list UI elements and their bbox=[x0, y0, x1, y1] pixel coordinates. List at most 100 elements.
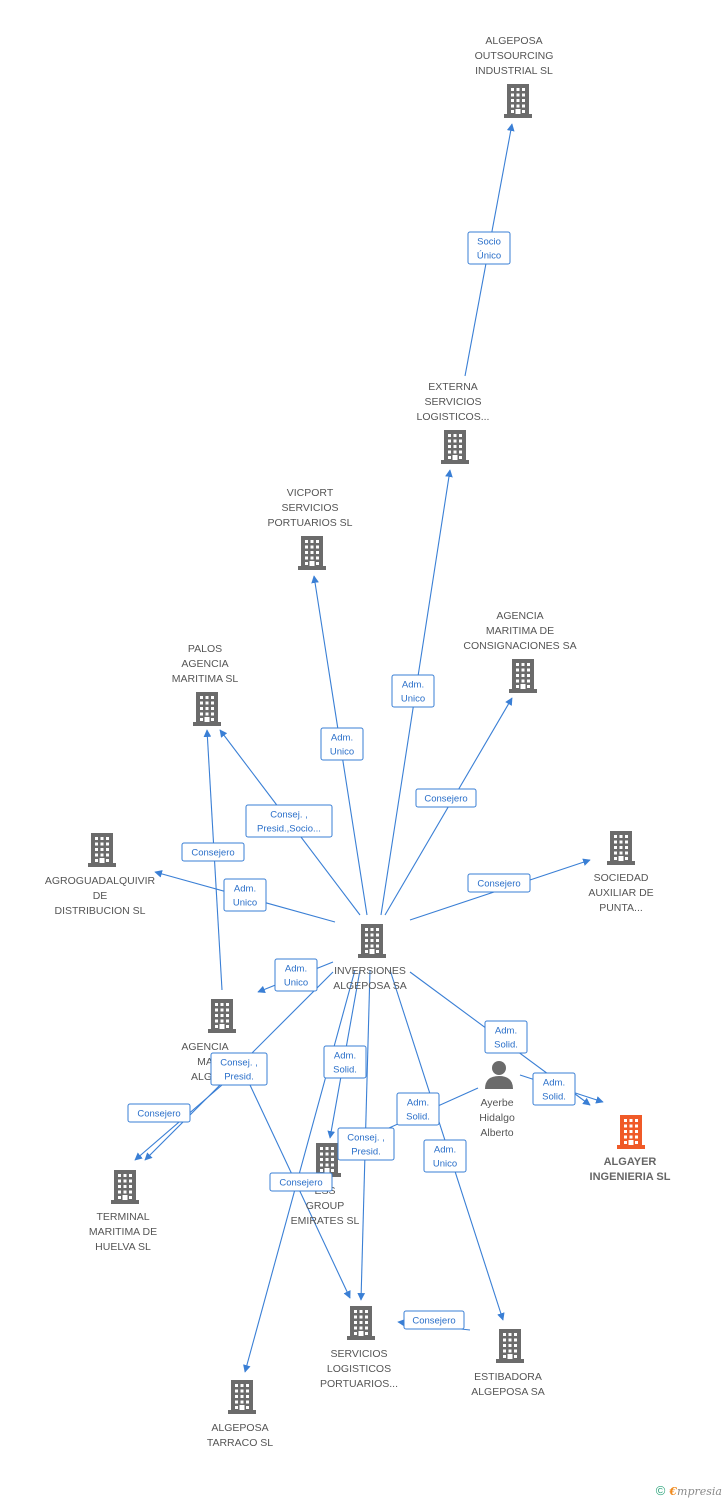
relation-label[interactable]: Adm. Unico bbox=[423, 1139, 467, 1173]
relation-label[interactable]: Adm.Solid. bbox=[484, 1020, 528, 1054]
node-label-line: AUXILIAR DE bbox=[588, 887, 653, 899]
relation-label-box bbox=[127, 1103, 191, 1123]
node-label-line: PORTUARIOS SL bbox=[268, 517, 353, 529]
relation-label[interactable]: Consejero bbox=[403, 1310, 465, 1330]
node-label-line: SOCIEDAD bbox=[594, 872, 649, 884]
relation-label-box bbox=[415, 788, 477, 808]
node-label-line: MARITIMA DE bbox=[89, 1226, 157, 1238]
edge-labels-layer: SocioÚnicoAdm.UnicoAdm.UnicoConsejeroCon… bbox=[127, 231, 576, 1330]
node-label-line: MARITIMA DE bbox=[486, 625, 554, 637]
relation-label-text: Adm. bbox=[402, 680, 424, 691]
relation-label-text: Solid. bbox=[542, 1092, 566, 1103]
relation-label-box bbox=[467, 231, 511, 265]
node-label-line: LOGISTICOS... bbox=[417, 411, 490, 423]
node-label-line: GROUP bbox=[306, 1200, 345, 1212]
relation-label-text: Adm. bbox=[434, 1145, 456, 1156]
relation-label[interactable]: Consejero bbox=[415, 788, 477, 808]
relation-label-text: Unico bbox=[233, 898, 257, 909]
node-label-line: AGENCIA bbox=[181, 658, 228, 670]
node-tarraco[interactable]: ALGEPOSA TARRACO SL bbox=[207, 1380, 273, 1449]
node-label-line: ALGEPOSA bbox=[485, 35, 542, 47]
node-label-line: OUTSOURCING bbox=[475, 50, 554, 62]
relation-label[interactable]: Adm.Unico bbox=[320, 727, 364, 761]
relation-label-box bbox=[337, 1127, 395, 1161]
relation-label-box bbox=[274, 958, 318, 992]
relation-label-text: Único bbox=[477, 251, 501, 262]
building-icon bbox=[504, 84, 532, 118]
relation-label-box bbox=[396, 1092, 440, 1126]
relation-label[interactable]: Consej. ,Presid. bbox=[337, 1127, 395, 1161]
relation-label-text: Consejero bbox=[191, 848, 234, 859]
node-label-line: PUNTA... bbox=[599, 902, 643, 914]
brand-logo-e: € bbox=[669, 1485, 678, 1498]
edges-layer bbox=[134, 123, 604, 1373]
relation-label[interactable]: Consejero bbox=[269, 1172, 333, 1192]
node-label-line: ALGAYER bbox=[604, 1156, 657, 1168]
node-label-line: Alberto bbox=[480, 1127, 513, 1139]
node-label-line: Hidalgo bbox=[479, 1112, 515, 1124]
node-label-line: ALGEPOSA SA bbox=[471, 1386, 545, 1398]
relation-label[interactable]: Adm.Unico bbox=[223, 878, 267, 912]
node-label-line: INDUSTRIAL SL bbox=[475, 65, 553, 77]
relation-label[interactable]: Consejero bbox=[127, 1103, 191, 1123]
relation-label-box bbox=[467, 873, 531, 893]
copyright-symbol: © bbox=[655, 1483, 666, 1498]
node-label-line: PORTUARIOS... bbox=[320, 1378, 398, 1390]
relation-label[interactable]: Consejero bbox=[467, 873, 531, 893]
node-servicios-log[interactable]: SERVICIOS LOGISTICOS PORTUARIOS... bbox=[320, 1306, 398, 1390]
node-label-line: HUELVA SL bbox=[95, 1241, 151, 1253]
relation-label-text: Consej. , bbox=[270, 810, 308, 821]
relation-label-text: Adm. bbox=[543, 1078, 565, 1089]
relation-label[interactable]: Adm.Solid. bbox=[396, 1092, 440, 1126]
relation-label-box bbox=[210, 1052, 268, 1086]
node-label-line: EMIRATES SL bbox=[291, 1215, 360, 1227]
building-icon bbox=[228, 1380, 256, 1414]
relation-label[interactable]: Adm.Unico bbox=[391, 674, 435, 708]
footer-brand[interactable]: ©€mpresia bbox=[656, 1483, 722, 1498]
person-icon bbox=[485, 1061, 513, 1089]
relation-label-text: Socio bbox=[477, 237, 501, 248]
relation-label[interactable]: Consej. ,Presid.,Socio... bbox=[245, 804, 333, 838]
relation-label-box bbox=[423, 1139, 467, 1173]
node-label-line: SERVICIOS bbox=[331, 1348, 388, 1360]
building-icon bbox=[88, 833, 116, 867]
node-label-line: ALGEPOSA bbox=[211, 1422, 268, 1434]
node-externa[interactable]: EXTERNASERVICIOSLOGISTICOS... bbox=[417, 381, 490, 464]
building-icon bbox=[347, 1306, 375, 1340]
node-label-line: INVERSIONES bbox=[334, 965, 406, 977]
relation-label-text: Unico bbox=[433, 1159, 457, 1170]
relation-label[interactable]: Consejero bbox=[181, 842, 245, 862]
relation-label[interactable]: Consej. ,Presid. bbox=[210, 1052, 268, 1086]
relation-label[interactable]: Adm. Solid. bbox=[532, 1072, 576, 1106]
relation-label-text: Adm. bbox=[285, 964, 307, 975]
relation-label-text: Consejero bbox=[477, 879, 520, 890]
building-icon bbox=[208, 999, 236, 1033]
building-icon bbox=[313, 1143, 341, 1177]
node-sociedad-aux[interactable]: SOCIEDAD AUXILIAR DE PUNTA... bbox=[588, 831, 654, 914]
relation-label-text: Adm. bbox=[334, 1051, 356, 1062]
relation-label-box bbox=[403, 1310, 465, 1330]
relation-label[interactable]: Adm.Solid. bbox=[323, 1045, 367, 1079]
node-label-line: LOGISTICOS bbox=[327, 1363, 391, 1375]
node-label-line: TARRACO SL bbox=[207, 1437, 273, 1449]
building-icon bbox=[358, 924, 386, 958]
relation-label-box bbox=[245, 804, 333, 838]
node-algeposa-outs[interactable]: ALGEPOSA OUTSOURCING INDUSTRIAL SL bbox=[475, 35, 554, 118]
relation-label-text: Unico bbox=[284, 978, 308, 989]
relation-label-box bbox=[391, 674, 435, 708]
nodes-layer: ALGEPOSA OUTSOURCING INDUSTRIAL SL EXTERNAS… bbox=[45, 35, 671, 1449]
relation-label-box bbox=[323, 1045, 367, 1079]
relation-label[interactable]: Adm. Unico bbox=[274, 958, 318, 992]
